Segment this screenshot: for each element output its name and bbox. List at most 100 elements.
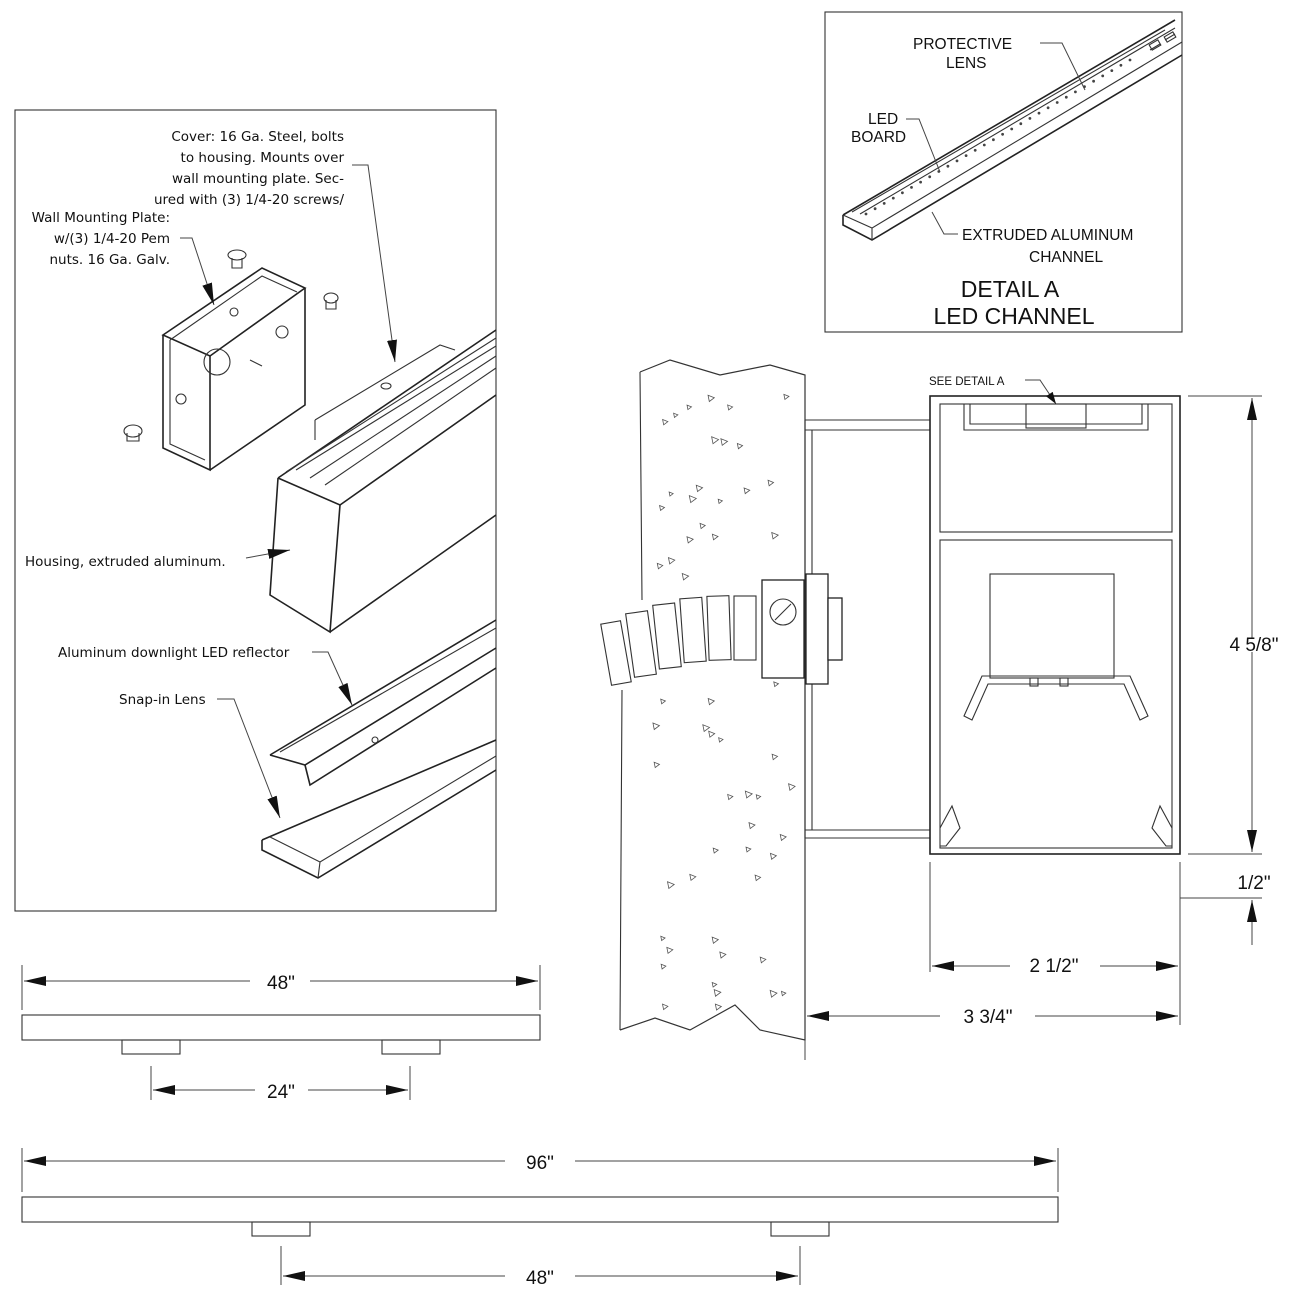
screw-icon <box>323 292 339 310</box>
led-dot <box>919 180 922 184</box>
spacing-24-dimension: 24" <box>267 1082 295 1103</box>
aggregate-mark <box>662 418 669 426</box>
svg-text:nuts. 16 Ga. Galv.: nuts. 16 Ga. Galv. <box>49 252 170 268</box>
exploded-view-border <box>14 109 497 912</box>
aggregate-mark <box>707 697 716 706</box>
aggregate-mark <box>769 852 778 861</box>
reflector-leader <box>312 651 353 706</box>
aggregate-mark <box>759 956 767 964</box>
led-dot <box>1110 69 1114 72</box>
aggregate-mark <box>783 393 790 401</box>
aggregate-mark <box>660 935 666 942</box>
screw-icon <box>123 424 143 442</box>
aggregate-mark <box>668 491 674 497</box>
section-view: SEE DETAIL A 4 5/8" 1/2" 2 1/2" 3 3/4" <box>600 359 1279 1060</box>
mount-right-96 <box>770 1221 830 1237</box>
snap-in-lens <box>261 739 497 879</box>
led-channel-illustration <box>842 19 1183 241</box>
aggregate-mark <box>717 498 724 505</box>
led-dot <box>973 148 977 152</box>
mount-left <box>121 1039 181 1055</box>
channel-leader <box>931 211 958 235</box>
housing-label: Housing, extruded aluminum. <box>25 554 226 570</box>
aggregate-mark <box>755 794 762 800</box>
aggregate-mark <box>713 988 722 997</box>
led-dot <box>901 191 904 195</box>
mount-left-96 <box>251 1221 311 1237</box>
exploded-view-panel: Cover: 16 Ga. Steel, bolts to housing. M… <box>14 109 497 912</box>
detail-a-border <box>824 11 1183 333</box>
aggregate-mark <box>771 753 779 761</box>
aggregate-mark <box>720 438 729 447</box>
reflector-label: Aluminum downlight LED reflector <box>58 645 290 661</box>
plate-leader <box>180 237 215 306</box>
led-board-label: LED <box>868 111 898 128</box>
led-dot <box>955 159 959 163</box>
spacing-48-dimension: 48" <box>526 1268 554 1289</box>
led-dot <box>1074 90 1077 94</box>
housing-outline <box>929 395 1181 855</box>
svg-text:w/(3) 1/4-20 Pem: w/(3) 1/4-20 Pem <box>54 231 170 247</box>
aggregate-mark <box>652 722 661 731</box>
cover-note: Cover: 16 Ga. Steel, bolts to housing. M… <box>154 129 344 208</box>
led-board-dots <box>864 58 1132 216</box>
housing-section <box>929 395 1181 855</box>
aggregate-mark <box>659 504 666 512</box>
aggregate-mark <box>661 1003 669 1011</box>
detail-a-subtitle: LED CHANNEL <box>933 303 1094 329</box>
plate-note: Wall Mounting Plate: w/(3) 1/4-20 Pem nu… <box>32 210 170 268</box>
aggregate-mark <box>708 730 716 738</box>
detail-a-title: DETAIL A <box>961 276 1060 302</box>
aggregate-mark <box>711 936 720 944</box>
aggregate-mark <box>673 412 679 419</box>
lens-drop-dimension: 1/2" <box>1237 873 1270 894</box>
aggregate-mark <box>707 394 716 403</box>
reflector-section <box>963 675 1149 721</box>
length-96-dimension: 96" <box>526 1153 554 1174</box>
aggregate-mark <box>727 404 734 411</box>
aggregate-mark <box>711 436 720 445</box>
channel-label-2: CHANNEL <box>1029 249 1103 266</box>
aggregate-mark <box>727 793 734 801</box>
aggregate-mark <box>745 846 752 853</box>
led-dot <box>1037 111 1041 115</box>
see-detail-label: SEE DETAIL A <box>929 376 1005 388</box>
led-dot <box>910 186 913 189</box>
led-dot <box>1064 95 1068 99</box>
aggregate-mark <box>714 1003 723 1011</box>
svg-text:to housing. Mounts over: to housing. Mounts over <box>181 150 345 166</box>
aggregate-mark <box>748 821 756 830</box>
aggregate-mark <box>744 790 754 799</box>
aggregate-mark <box>667 556 676 565</box>
detail-a-panel: PROTECTIVE LENS LED BOARD EXTRUDED ALUMI… <box>824 11 1183 333</box>
aggregate-mark <box>681 572 690 581</box>
mounting-bracket <box>805 419 930 839</box>
led-dot <box>864 212 868 216</box>
aggregate-mark <box>686 536 695 544</box>
aggregate-mark <box>660 698 667 705</box>
wall-mounting-plate <box>161 267 307 472</box>
conduit-connector <box>761 573 843 685</box>
aggregate-mark <box>686 404 693 411</box>
fixture-48-body <box>21 1014 541 1041</box>
aggregate-mark <box>788 783 796 791</box>
fixture-96-body <box>21 1196 1059 1223</box>
protective-lens-label-2: LENS <box>946 55 987 72</box>
driver-box <box>989 573 1115 679</box>
aggregate-mark <box>780 990 787 997</box>
aggregate-mark <box>719 951 727 959</box>
svg-text:Cover: 16 Ga. Steel, bolts: Cover: 16 Ga. Steel, bolts <box>171 129 344 145</box>
depth-dimension: 3 3/4" <box>963 1007 1012 1028</box>
aggregate-mark <box>718 737 724 743</box>
led-dot <box>1010 127 1014 131</box>
lens-label: Snap-in Lens <box>119 692 206 708</box>
height-dimension: 4 5/8" <box>1229 635 1278 656</box>
aggregate-mark <box>666 881 676 890</box>
aggregate-mark <box>711 981 718 988</box>
led-board-label-2: BOARD <box>851 129 906 146</box>
led-dot <box>1028 117 1032 120</box>
aggregate-mark <box>656 562 664 570</box>
led-dot <box>1046 106 1050 110</box>
led-reflector <box>269 619 497 787</box>
protective-lens-leader <box>1040 42 1086 91</box>
